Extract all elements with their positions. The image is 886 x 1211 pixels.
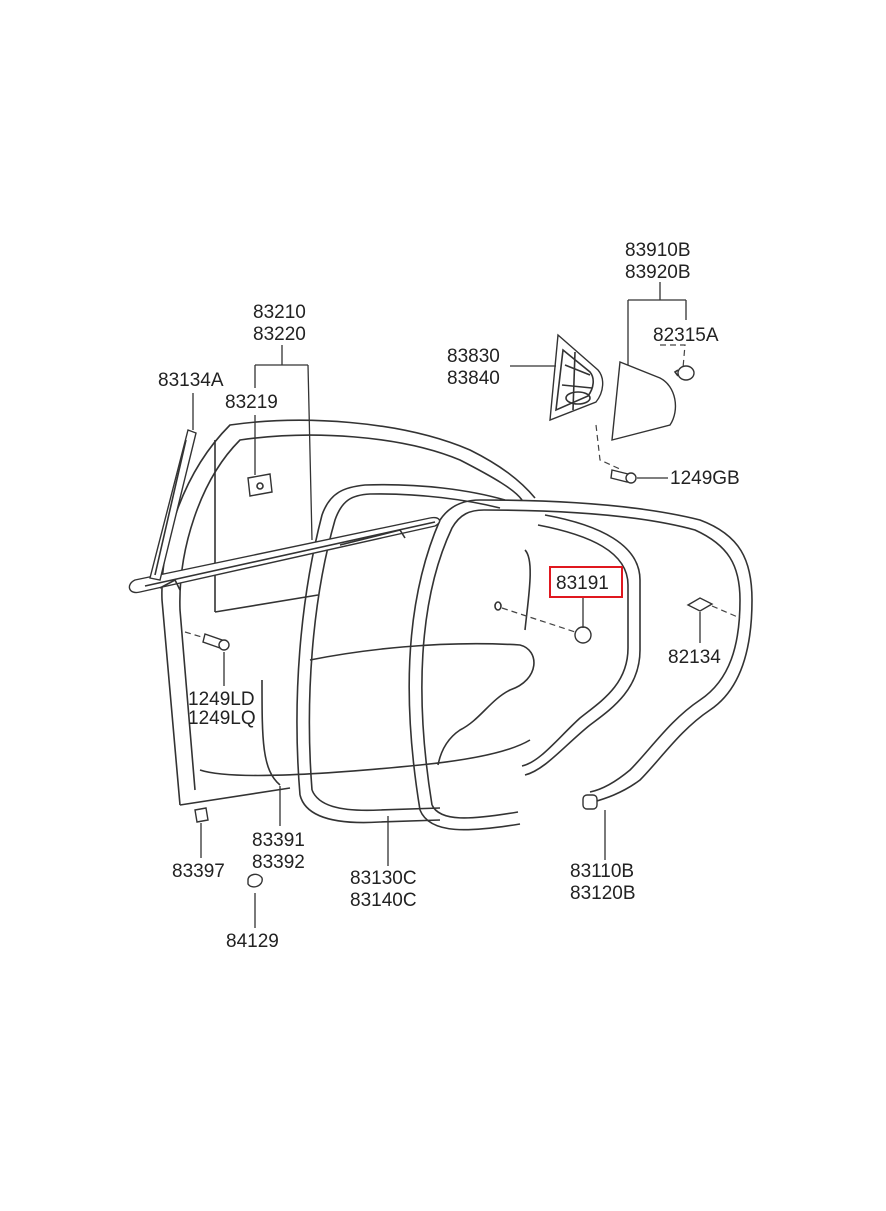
label-84129[interactable]: 84129 [226,931,279,952]
label-83830[interactable]: 83830 [447,346,500,367]
label-82315a[interactable]: 82315A [653,325,719,346]
plug-83191 [494,601,592,644]
label-83391[interactable]: 83391 [252,830,305,851]
label-83140c[interactable]: 83140C [350,890,417,911]
label-1249lq[interactable]: 1249LQ [188,708,256,729]
body-side-weatherstrip [408,499,753,831]
label-83397[interactable]: 83397 [172,861,225,882]
belt-moulding [128,516,441,594]
label-83220[interactable]: 83220 [253,324,306,345]
label-83191[interactable]: 83191 [556,573,609,594]
label-83840[interactable]: 83840 [447,368,500,389]
label-83910b[interactable]: 83910B [625,240,691,261]
label-82134[interactable]: 82134 [668,647,721,668]
cap-84129 [247,873,263,888]
label-1249gb[interactable]: 1249GB [670,468,740,489]
clip-82134 [686,597,741,619]
delta-moulding [149,429,197,581]
label-83219[interactable]: 83219 [225,392,278,413]
label-83210[interactable]: 83210 [253,302,306,323]
label-1249ld[interactable]: 1249LD [188,689,255,710]
sash-trim [595,344,686,471]
label-83110b[interactable]: 83110B [570,861,634,882]
label-83130c[interactable]: 83130C [350,868,417,889]
label-83392[interactable]: 83392 [252,852,305,873]
label-83134a[interactable]: 83134A [158,370,224,391]
clip-83397 [194,807,209,823]
label-83920b[interactable]: 83920B [625,262,691,283]
screw-1249gb [610,469,637,484]
clip-83219 [247,473,273,497]
door-trim-pad [261,679,281,786]
rivet-82315a [673,365,695,381]
screw-1249ld [184,631,230,651]
highlight-box [549,566,623,598]
door-panel [161,419,536,806]
quarter-trim [549,333,604,422]
leader-lines [192,282,701,928]
door-weatherstrip [296,483,506,824]
label-83120b[interactable]: 83120B [570,883,636,904]
part-labels: 83910B 83920B 82315A 83830 83840 83210 8… [158,240,740,952]
